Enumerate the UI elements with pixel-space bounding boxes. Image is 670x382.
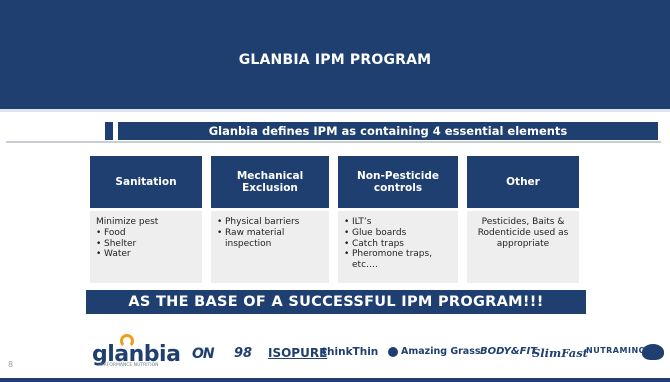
bodyfit-logo: BODY&FIT: [480, 346, 537, 357]
column-heading: Mechanical Exclusion: [211, 156, 329, 208]
column-sanitation: Sanitation Minimize pest Food Shelter Wa…: [90, 156, 202, 283]
column-body: Physical barriers Raw material inspectio…: [211, 211, 329, 283]
slide-title: GLANBIA IPM PROGRAM: [238, 52, 432, 68]
list-item: Catch traps: [344, 239, 452, 250]
footer-bar: [0, 378, 670, 382]
page-number: 8: [8, 360, 14, 369]
column-heading: Other: [467, 156, 579, 208]
glanbia-logo-subtext: PERFORMANCE NUTRITION: [98, 363, 159, 368]
list-item: Glue boards: [344, 228, 452, 239]
thinkthin-logo: thinkThin: [322, 346, 379, 358]
optimum-nutrition-logo: ON: [192, 346, 215, 362]
list-item: Pheromone traps, etc….: [344, 249, 452, 271]
list-item: ILT’s: [344, 217, 452, 228]
column-body: ILT’s Glue boards Catch traps Pheromone …: [338, 211, 458, 283]
list-item: Raw material inspection: [217, 228, 323, 250]
column-mechanical-exclusion: Mechanical Exclusion Physical barriers R…: [211, 156, 329, 283]
amazing-grass-logo: Amazing Grass: [388, 346, 481, 357]
isopure-logo: ISOPURE: [268, 346, 328, 360]
column-body: Minimize pest Food Shelter Water: [90, 211, 202, 283]
slide-header: GLANBIA IPM PROGRAM: [0, 0, 670, 112]
list-item: Food: [96, 228, 196, 239]
brand-98-logo: 98: [234, 346, 253, 361]
column-intro: Minimize pest: [96, 217, 159, 227]
list-item: Physical barriers: [217, 217, 323, 228]
nutramino-logo: NUTRAMINO: [586, 346, 646, 355]
amazing-grass-label: Amazing Grass: [401, 346, 481, 357]
column-heading: Sanitation: [90, 156, 202, 208]
brand-emblem-icon: [642, 344, 664, 360]
list-item: Water: [96, 249, 196, 260]
brand-logo-strip: glanbia PERFORMANCE NUTRITION ON 98 ISOP…: [92, 334, 667, 370]
conclusion-banner: AS THE BASE OF A SUCCESSFUL IPM PROGRAM!…: [86, 290, 586, 314]
column-heading: Non-Pesticide controls: [338, 156, 458, 208]
subtitle-accent: [105, 122, 113, 140]
subtitle-bar: Glanbia defines IPM as containing 4 esse…: [118, 122, 658, 140]
glanbia-swirl-icon: [120, 334, 134, 348]
divider: [6, 141, 661, 143]
column-text: Pesticides, Baits & Rodenticide used as …: [477, 217, 569, 249]
column-body: Pesticides, Baits & Rodenticide used as …: [467, 211, 579, 283]
column-other: Other Pesticides, Baits & Rodenticide us…: [467, 156, 579, 283]
amazing-grass-icon: [388, 346, 398, 357]
column-non-pesticide-controls: Non-Pesticide controls ILT’s Glue boards…: [338, 156, 458, 283]
glanbia-logo: glanbia: [92, 342, 181, 367]
slimfast-logo: SlimFast: [532, 346, 588, 360]
list-item: Shelter: [96, 239, 196, 250]
